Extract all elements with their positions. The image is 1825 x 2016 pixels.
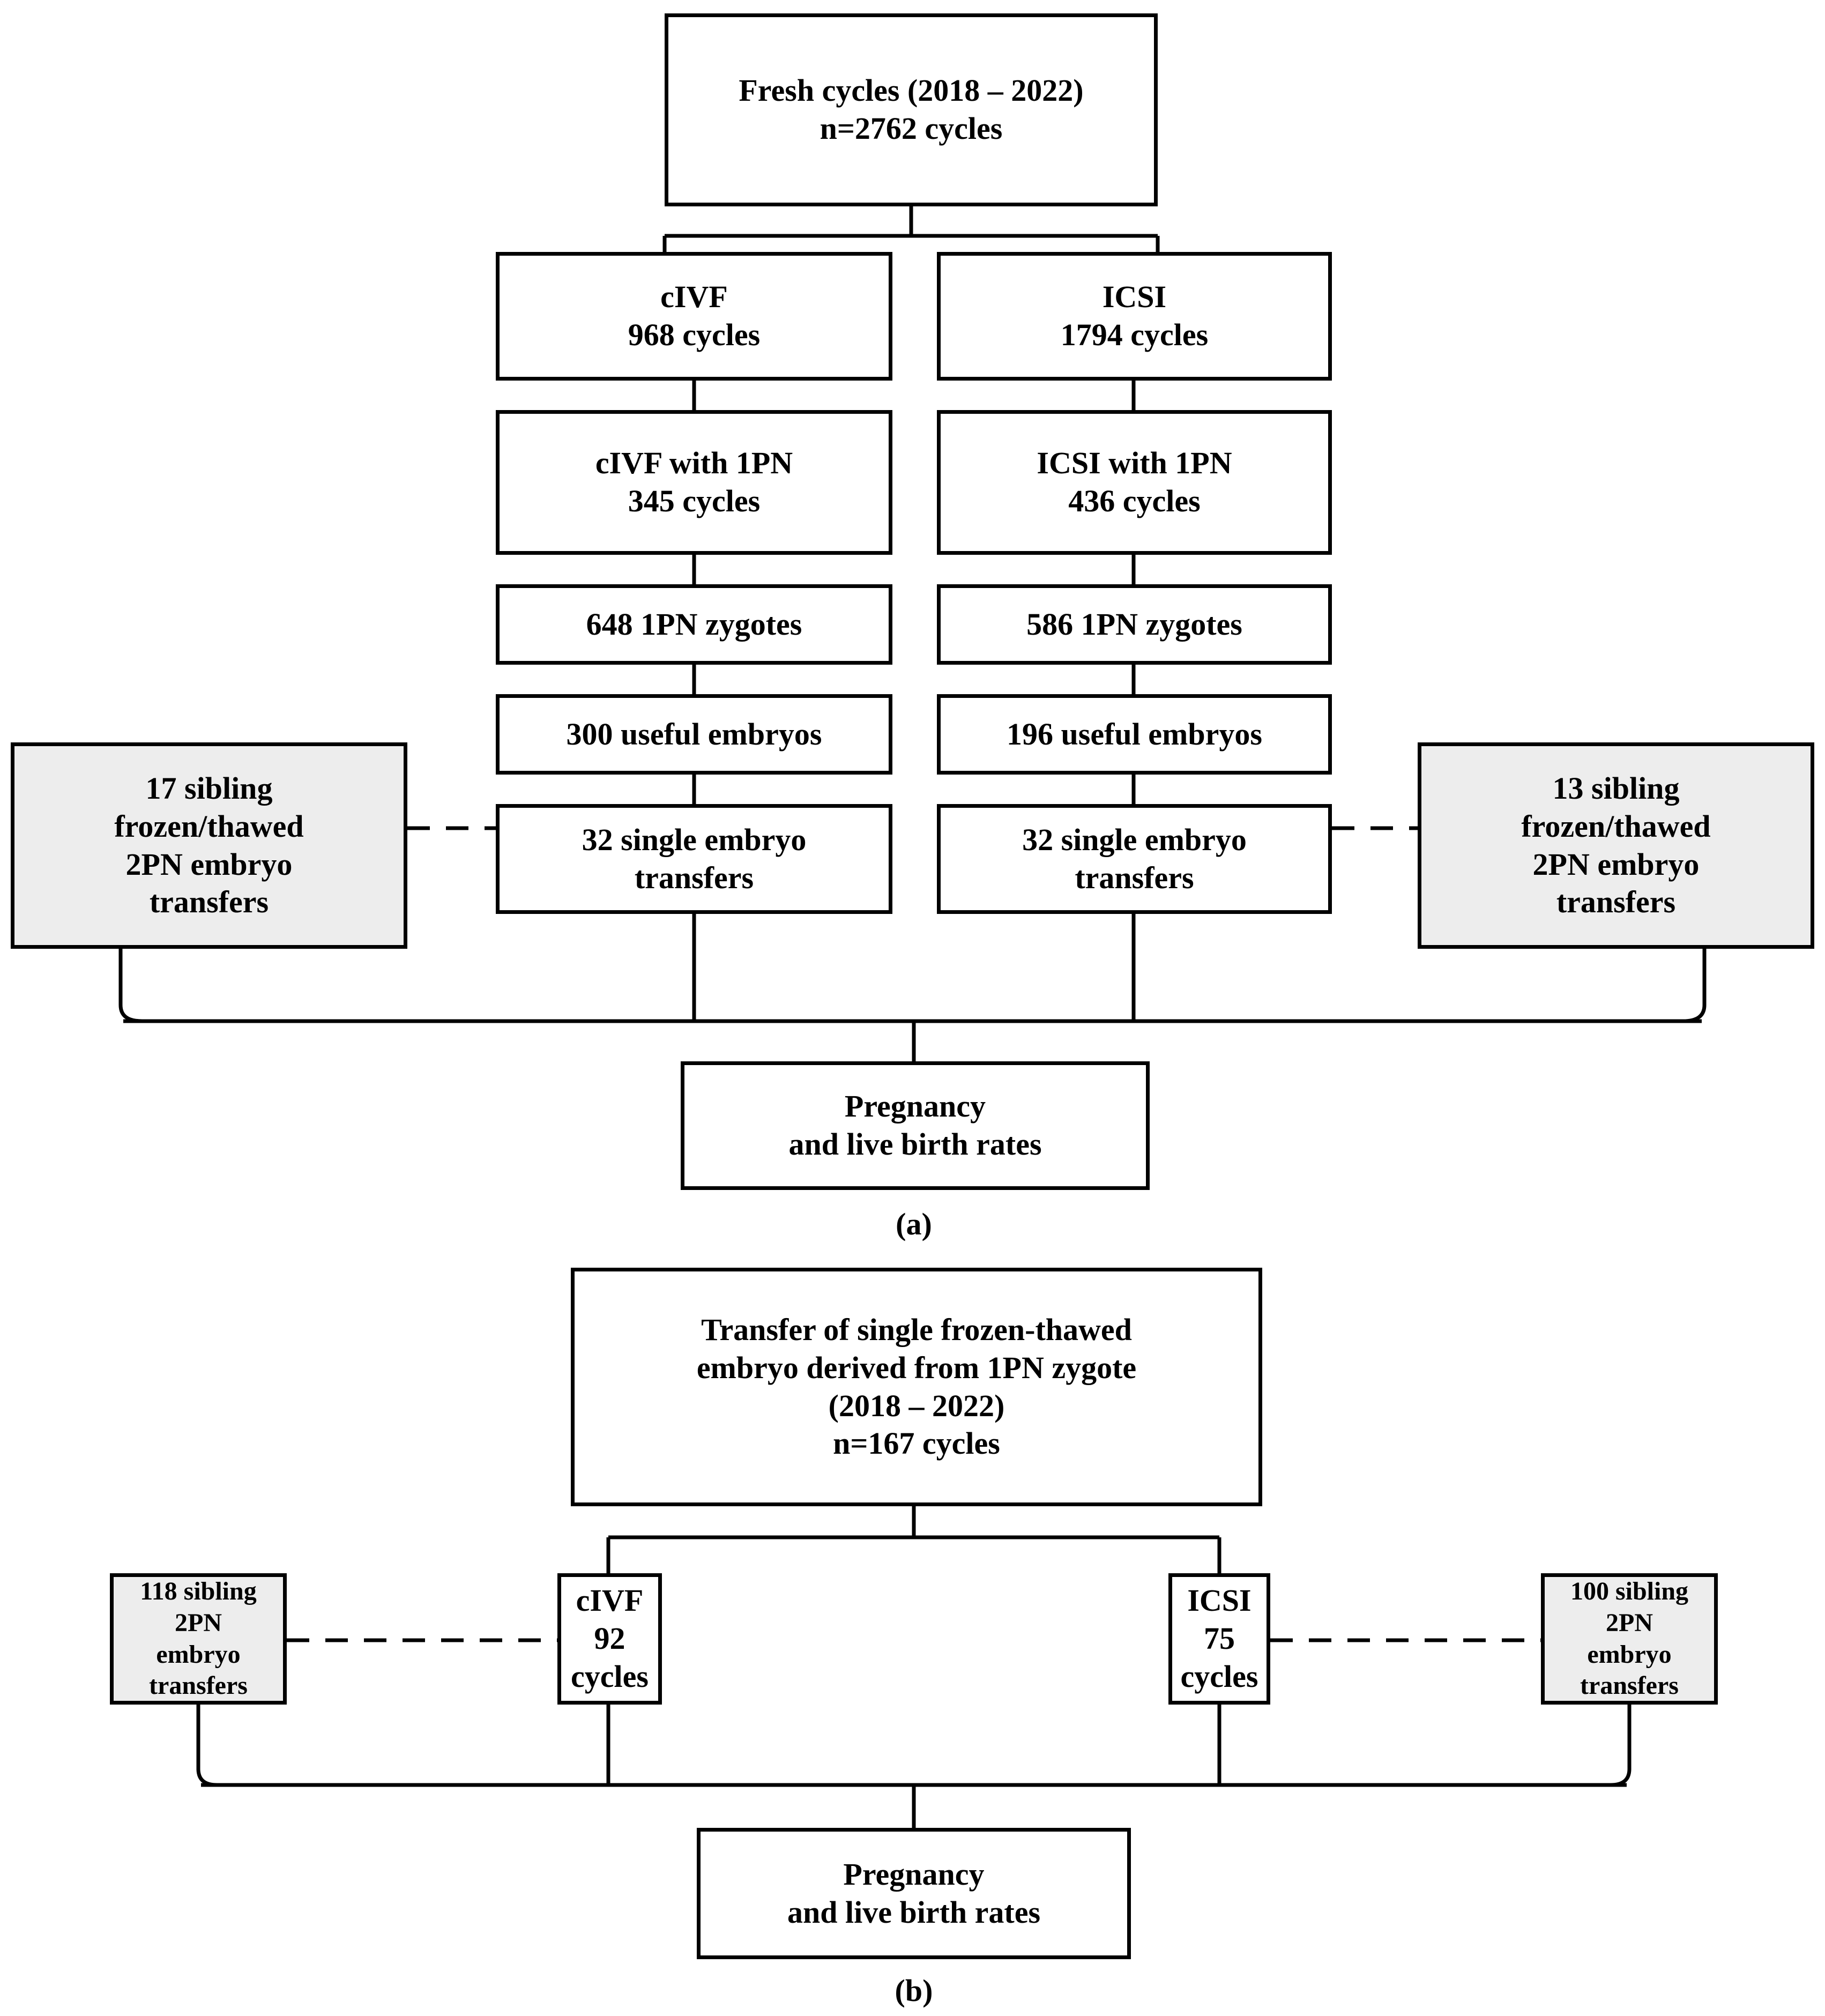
node-a-icsi-embryos[interactable]: 196 useful embryos xyxy=(937,694,1332,775)
node-b-civf[interactable]: cIVF 92 cycles xyxy=(557,1573,662,1705)
node-b-root[interactable]: Transfer of single frozen-thawed embryo … xyxy=(571,1268,1262,1506)
node-b-left-sibling-transfers[interactable]: 118 sibling 2PN embryo transfers xyxy=(110,1573,287,1705)
node-a-icsi-1pn[interactable]: ICSI with 1PN 436 cycles xyxy=(937,410,1332,555)
node-a-civf-zygotes[interactable]: 648 1PN zygotes xyxy=(496,584,892,665)
node-a-icsi-zygotes[interactable]: 586 1PN zygotes xyxy=(937,584,1332,665)
node-a-icsi-transfers[interactable]: 32 single embryo transfers xyxy=(937,804,1332,914)
node-a-icsi[interactable]: ICSI 1794 cycles xyxy=(937,252,1332,381)
node-a-left-sibling-transfers[interactable]: 17 sibling frozen/thawed 2PN embryo tran… xyxy=(11,742,407,949)
node-b-icsi[interactable]: ICSI 75 cycles xyxy=(1168,1573,1270,1705)
panel-label-b: (b) xyxy=(895,1973,933,2008)
node-a-civf[interactable]: cIVF 968 cycles xyxy=(496,252,892,381)
node-b-right-sibling-transfers[interactable]: 100 sibling 2PN embryo transfers xyxy=(1541,1573,1718,1705)
node-a-civf-embryos[interactable]: 300 useful embryos xyxy=(496,694,892,775)
node-a-civf-1pn[interactable]: cIVF with 1PN 345 cycles xyxy=(496,410,892,555)
node-a-civf-transfers[interactable]: 32 single embryo transfers xyxy=(496,804,892,914)
node-a-outcome[interactable]: Pregnancy and live birth rates xyxy=(681,1061,1150,1190)
node-b-outcome[interactable]: Pregnancy and live birth rates xyxy=(697,1828,1131,1959)
node-a-right-sibling-transfers[interactable]: 13 sibling frozen/thawed 2PN embryo tran… xyxy=(1418,742,1814,949)
node-a-root[interactable]: Fresh cycles (2018 – 2022) n=2762 cycles xyxy=(665,13,1158,206)
panel-label-a: (a) xyxy=(896,1207,932,1241)
